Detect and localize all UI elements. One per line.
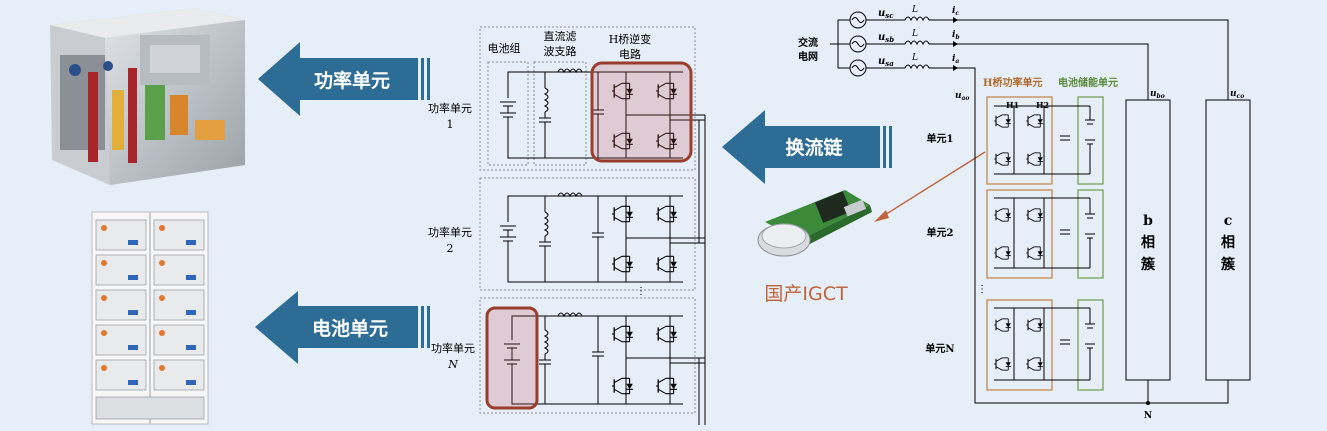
b-cluster-char-1: b bbox=[1143, 213, 1153, 229]
igct-pointer-arrowhead bbox=[874, 210, 889, 222]
voltage-bo: ubo bbox=[1150, 89, 1165, 100]
system-diagram: 交流 电网 usc usb usa L L L ic ib ia uao ubo… bbox=[798, 5, 1251, 421]
unitN-box bbox=[479, 297, 696, 414]
unit2-box bbox=[479, 177, 696, 291]
inductor-a-label: L bbox=[911, 53, 918, 63]
current-b: ib bbox=[952, 30, 960, 41]
current-c: ic bbox=[952, 6, 959, 17]
source-b-u: usb bbox=[878, 32, 894, 44]
arrow-battery-unit-label: 电池单元 bbox=[312, 317, 388, 340]
c-cluster-char-2: 相 bbox=[1221, 234, 1235, 251]
b-phase-cluster-box bbox=[1125, 99, 1171, 381]
arrow-power-unit-label: 功率单元 bbox=[314, 69, 390, 92]
unitN-circuit bbox=[504, 312, 705, 405]
b-cluster-char-2: 相 bbox=[1141, 234, 1155, 251]
arrow-commutation-label: 换流链 bbox=[785, 136, 842, 159]
header-filter-line2: 波支路 bbox=[544, 45, 577, 58]
ac-grid-label-2: 电网 bbox=[798, 50, 818, 63]
unit1-index: 1 bbox=[447, 118, 454, 131]
c-cluster-char-1: c bbox=[1224, 213, 1233, 229]
c-phase-cluster-box bbox=[1205, 99, 1251, 381]
unit2-index: 2 bbox=[447, 242, 454, 255]
header-filter-line1: 直流滤 bbox=[544, 29, 577, 43]
inductor-b-label: L bbox=[911, 29, 918, 39]
cell-1: H1 H2 bbox=[986, 96, 1104, 185]
igct-device-image bbox=[757, 190, 872, 257]
b-cluster-char-3: 簇 bbox=[1140, 256, 1156, 273]
arrow-power-unit: 功率单元 bbox=[258, 42, 430, 116]
hbridge-highlight bbox=[590, 61, 693, 163]
igct-label: 国产IGCT bbox=[764, 283, 848, 305]
arrow-commutation: 换流链 bbox=[722, 110, 892, 184]
unitN-index: N bbox=[447, 358, 458, 371]
voltage-co: uco bbox=[1230, 89, 1244, 100]
h2-label: H2 bbox=[1036, 100, 1049, 110]
unit1-label: 功率单元 bbox=[428, 101, 472, 115]
power-unit-schematic: 电池组 直流滤 波支路 H桥逆变 电路 bbox=[428, 26, 706, 425]
battery-rack-image bbox=[91, 211, 209, 425]
battery-storage-label: 电池储能单元 bbox=[1058, 76, 1118, 89]
cell-2 bbox=[986, 189, 1104, 279]
unit1-circuit bbox=[500, 68, 705, 159]
battery-highlight bbox=[485, 306, 539, 410]
header-hbridge-line2: 电路 bbox=[619, 48, 641, 61]
unit1-box bbox=[479, 26, 696, 171]
source-c-u: usc bbox=[878, 8, 894, 20]
cell-N bbox=[986, 299, 1104, 391]
source-a-u: usa bbox=[878, 56, 894, 68]
cells-ellipsis: ⋮ bbox=[977, 284, 987, 295]
header-battery: 电池组 bbox=[488, 41, 521, 55]
hbridge-unit-label: H桥功率单元 bbox=[983, 76, 1042, 89]
inductor-c-label: L bbox=[911, 5, 918, 15]
header-hbridge-line1: H桥逆变 bbox=[609, 32, 652, 46]
neutral-label: N bbox=[1144, 411, 1152, 421]
c-cluster-char-3: 簇 bbox=[1220, 256, 1236, 273]
power-unit-image bbox=[50, 8, 245, 185]
voltage-ao: uao bbox=[955, 91, 969, 102]
unit2-label: 功率单元 bbox=[428, 225, 472, 239]
ellipsis-dots: ⋮ bbox=[636, 286, 646, 297]
cell-N-label: 单元N bbox=[925, 342, 954, 355]
cell-2-label: 单元2 bbox=[927, 226, 954, 239]
arrow-battery-unit: 电池单元 bbox=[255, 291, 430, 364]
h1-label: H1 bbox=[1006, 100, 1019, 110]
unit2-circuit bbox=[500, 192, 705, 283]
cell-1-label: 单元1 bbox=[927, 132, 954, 145]
current-a: ia bbox=[952, 54, 959, 65]
igct-pointer-line bbox=[879, 151, 986, 219]
ac-grid-label-1: 交流 bbox=[798, 36, 818, 49]
unitN-label: 功率单元 bbox=[431, 341, 475, 355]
